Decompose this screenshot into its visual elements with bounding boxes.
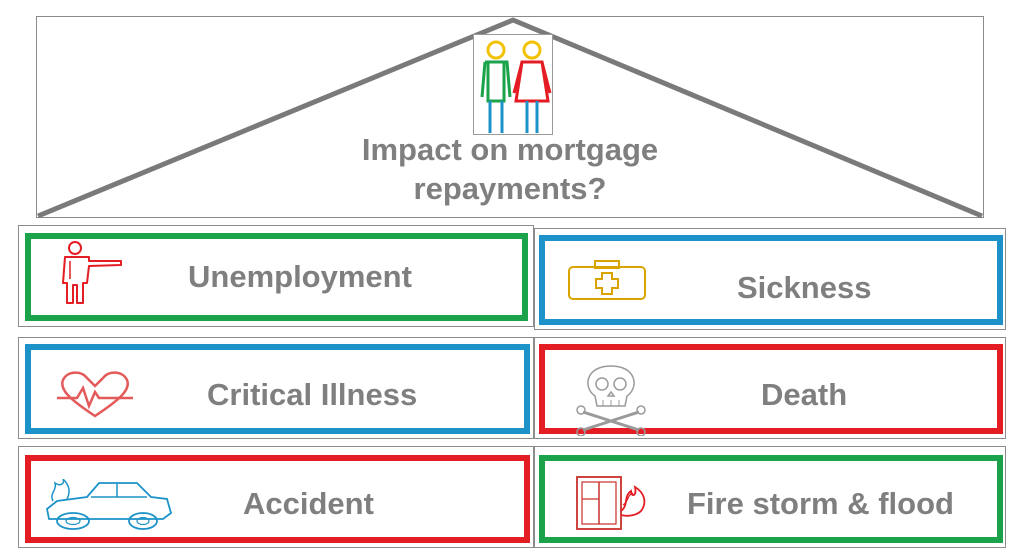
headline: Impact on mortgage repayments? — [300, 130, 720, 208]
risk-card-fire-storm-flood: Fire storm & flood — [539, 455, 1003, 543]
family-icon — [473, 34, 553, 135]
crashed-car-icon — [46, 479, 173, 530]
headline-line-2: repayments? — [413, 171, 607, 206]
skull-crossbones-icon — [576, 365, 646, 436]
risk-card-accident: Accident — [25, 455, 530, 543]
risk-card-death: Death — [539, 344, 1003, 436]
risk-cell-unemployment: Unemployment — [18, 225, 534, 327]
risk-cell-fire-storm-flood: Fire storm & flood — [534, 446, 1006, 548]
risk-label-unemployment: Unemployment — [188, 259, 412, 294]
risk-label-accident: Accident — [243, 486, 374, 521]
risk-cell-critical-illness: Critical Illness — [18, 337, 534, 439]
risk-card-sickness: Sickness — [539, 235, 1003, 325]
risk-label-critical-illness: Critical Illness — [207, 377, 418, 412]
risk-card-critical-illness: Critical Illness — [25, 344, 530, 434]
person-pointing-icon — [62, 241, 122, 304]
headline-line-1: Impact on mortgage — [361, 132, 659, 167]
burning-window-icon — [576, 476, 646, 530]
risk-card-unemployment: Unemployment — [25, 233, 528, 321]
medical-kit-icon — [568, 260, 646, 300]
heartbeat-icon — [57, 371, 133, 418]
risk-cell-accident: Accident — [18, 446, 534, 548]
risk-cell-death: Death — [534, 337, 1006, 439]
risk-label-sickness: Sickness — [737, 270, 872, 305]
risk-cell-sickness: Sickness — [534, 228, 1006, 330]
risk-label-death: Death — [761, 377, 848, 412]
risk-label-fire-storm-flood: Fire storm & flood — [687, 486, 954, 521]
roof-frame — [36, 16, 984, 218]
